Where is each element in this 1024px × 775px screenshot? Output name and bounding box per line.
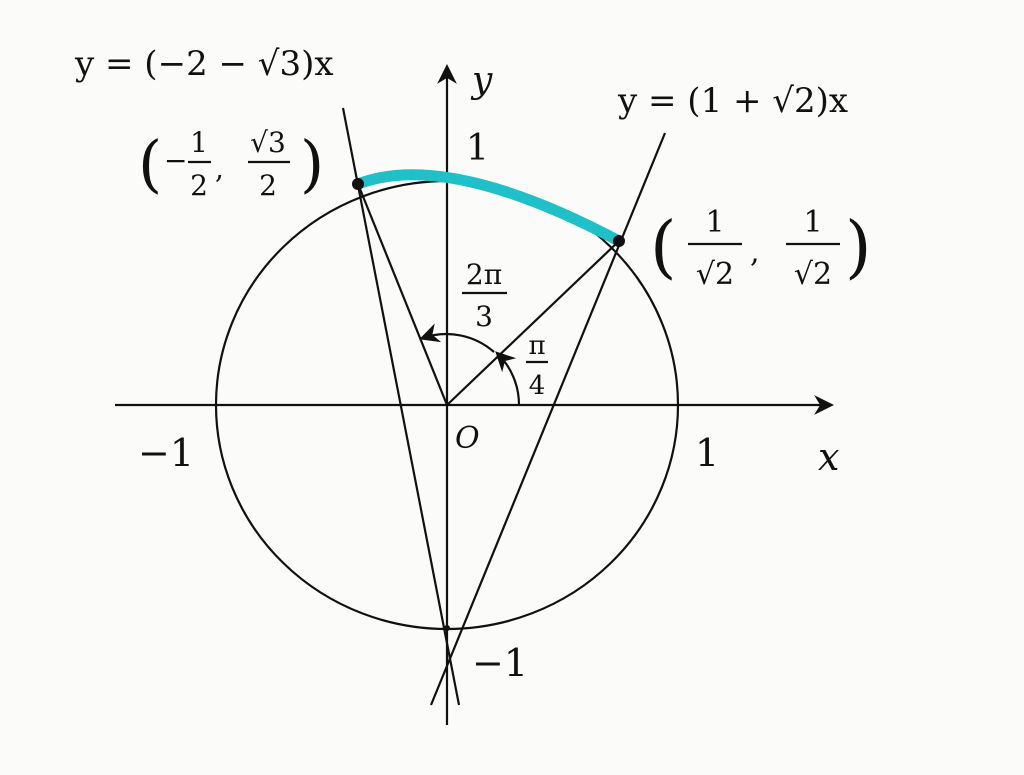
denominator: 3: [475, 300, 493, 333]
angle-arc-2pi-3: [419, 323, 495, 353]
denominator: 4: [529, 371, 546, 401]
highlighted-arc: [352, 169, 625, 247]
comma: ,: [750, 235, 760, 270]
paren-open: (: [138, 127, 162, 200]
paren-close: ): [300, 127, 324, 200]
numerator: 2π: [466, 258, 502, 291]
point-right-label: ( 1 √2 , 1 √2 ): [650, 205, 872, 292]
numerator: √3: [250, 126, 286, 159]
angle-arc-pi-4: [495, 351, 521, 406]
y-axis-label: y: [470, 60, 493, 101]
numerator: 1: [803, 205, 822, 240]
origin-label: O: [455, 421, 480, 456]
equation-right: y = (1 + √2)x: [617, 81, 848, 121]
denominator: 2: [259, 169, 277, 202]
line-right: [429, 132, 667, 706]
radius-right: [446, 240, 620, 406]
line-left: [341, 107, 461, 706]
comma: ,: [215, 152, 224, 185]
point-left: [352, 178, 364, 190]
radius-left: [356, 183, 449, 406]
point-bottom: [444, 625, 450, 631]
paren-open: (: [650, 208, 677, 287]
x-pos-tick: 1: [695, 431, 719, 475]
denominator: √2: [696, 257, 734, 292]
equation-left: y = (−2 − √3)x: [74, 44, 334, 84]
angle-label-2pi-3: 2π 3: [462, 258, 507, 333]
numerator: π: [528, 331, 545, 361]
numerator: 1: [190, 126, 208, 159]
point-right: [613, 235, 625, 247]
x-axis-label: x: [818, 435, 839, 479]
y-neg-tick: −1: [472, 641, 528, 685]
point-left-label: ( − 1 2 , √3 2 ): [138, 126, 324, 202]
paren-close: ): [845, 208, 872, 287]
denominator: 2: [190, 169, 208, 202]
y-pos-tick: 1: [466, 128, 489, 169]
x-neg-tick: −1: [138, 431, 194, 475]
angle-label-pi-4: π 4: [526, 331, 548, 401]
numerator: 1: [705, 205, 724, 240]
denominator: √2: [794, 257, 832, 292]
minus-sign: −: [164, 144, 187, 177]
